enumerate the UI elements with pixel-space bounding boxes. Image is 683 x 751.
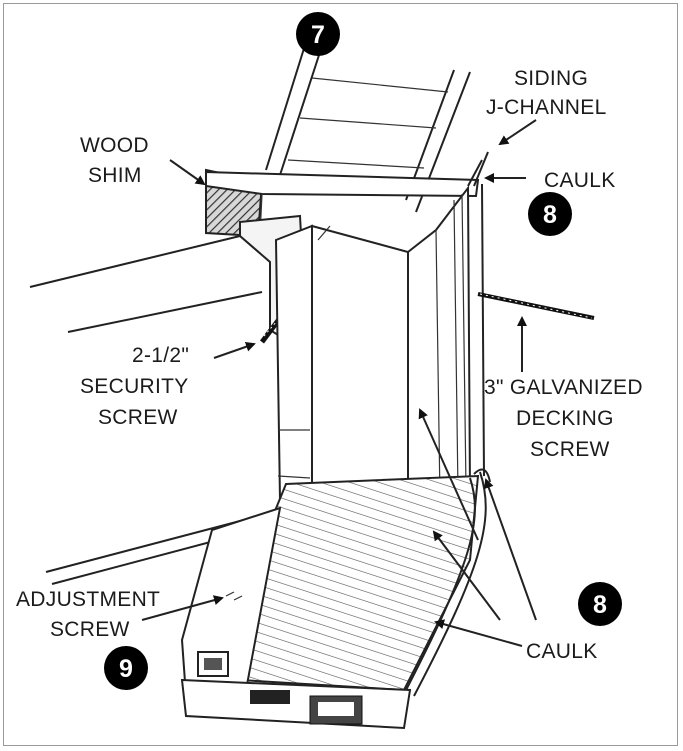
sill-base <box>180 506 412 730</box>
step-badge-9: 9 <box>104 646 148 690</box>
label-caulk-top: CAULK <box>544 169 616 192</box>
label-security-screw: 2-1/2" SECURITY SCREW <box>80 344 189 429</box>
svg-text:SECURITY: SECURITY <box>80 375 189 398</box>
svg-text:SHIM: SHIM <box>88 164 142 187</box>
svg-text:3" GALVANIZED: 3" GALVANIZED <box>484 376 643 399</box>
svg-text:8: 8 <box>593 591 607 619</box>
wall-header <box>29 235 263 333</box>
label-caulk-bottom: CAULK <box>526 640 598 663</box>
svg-text:J-CHANNEL: J-CHANNEL <box>486 96 607 119</box>
svg-text:SCREW: SCREW <box>50 618 130 641</box>
label-decking-screw: 3" GALVANIZED DECKING SCREW <box>484 376 643 461</box>
label-adjustment-screw: ADJUSTMENT SCREW <box>16 588 160 641</box>
svg-text:7: 7 <box>311 21 325 49</box>
label-wood-shim: WOOD SHIM <box>80 134 149 187</box>
step-badge-8-lower: 8 <box>578 582 622 626</box>
svg-text:WOOD: WOOD <box>80 134 149 157</box>
side-jamb <box>274 185 472 532</box>
svg-text:ADJUSTMENT: ADJUSTMENT <box>16 588 160 611</box>
step-badge-7: 7 <box>296 12 340 56</box>
sill-deck <box>234 471 487 697</box>
head-jamb <box>205 170 480 237</box>
svg-text:8: 8 <box>543 201 557 229</box>
label-siding-j-channel: SIDING J-CHANNEL <box>486 67 607 119</box>
svg-text:SCREW: SCREW <box>98 406 178 429</box>
svg-text:SIDING: SIDING <box>514 67 588 90</box>
siding-j-channel <box>467 151 489 477</box>
svg-text:DECKING: DECKING <box>516 407 614 430</box>
svg-text:2-1/2": 2-1/2" <box>132 344 189 367</box>
svg-text:9: 9 <box>119 655 133 683</box>
leader-arrows <box>141 119 537 647</box>
decking-screw <box>477 292 595 320</box>
diagram-frame <box>3 3 678 746</box>
svg-text:SCREW: SCREW <box>530 438 610 461</box>
step-badge-8-upper: 8 <box>528 192 572 236</box>
